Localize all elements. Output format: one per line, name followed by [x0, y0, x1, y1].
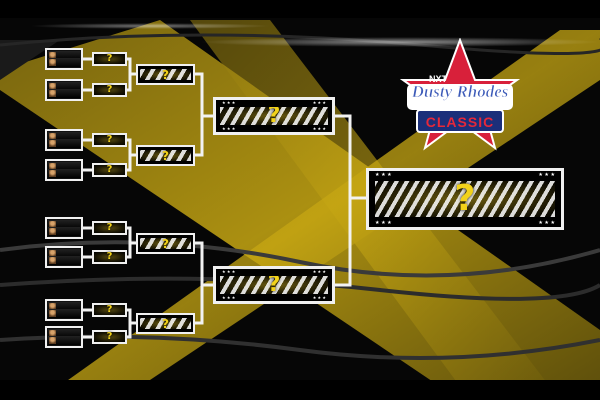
star-row: ★ ★ ★ ★ ★ ★: [222, 127, 326, 131]
logo-classic: CLASSIC: [425, 114, 495, 130]
round2-slot-7[interactable]: ?: [92, 303, 127, 317]
round1-match-2[interactable]: [45, 79, 83, 101]
question-mark-icon: ?: [267, 107, 281, 125]
dusty-rhodes-classic-logo: NXT Dusty Rhodes TAG TEAM CLASSIC: [385, 38, 535, 158]
question-mark-icon: ?: [106, 222, 113, 233]
team-slot: [48, 302, 80, 311]
round2-slot-4[interactable]: ?: [92, 163, 127, 177]
team-slot: [48, 309, 80, 318]
team-slot: [48, 58, 80, 67]
star-row: ★ ★ ★ ★ ★ ★: [222, 296, 326, 300]
star-icon: ★ ★ ★: [375, 172, 392, 178]
question-mark-icon: ?: [106, 84, 113, 95]
round1-match-7[interactable]: [45, 299, 83, 321]
round2-slot-8[interactable]: ?: [92, 330, 127, 344]
team-slot: [48, 169, 80, 178]
star-icon: ★ ★ ★: [538, 220, 555, 226]
question-mark-icon: ?: [454, 181, 476, 217]
slot-stripes: ?: [220, 276, 328, 294]
quarterfinal-slot-2[interactable]: ?: [136, 145, 195, 166]
question-mark-icon: ?: [267, 276, 281, 294]
star-row: ★ ★ ★ ★ ★ ★: [222, 101, 326, 105]
question-mark-icon: ?: [162, 69, 169, 80]
slot-stripes: ?: [220, 107, 328, 125]
team-slot: [48, 82, 80, 91]
round2-slot-3[interactable]: ?: [92, 133, 127, 147]
slot-band: ?: [140, 318, 191, 329]
question-mark-icon: ?: [162, 150, 169, 161]
team-slot: [48, 162, 80, 171]
quarterfinal-slot-1[interactable]: ?: [136, 64, 195, 85]
question-mark-icon: ?: [162, 318, 169, 329]
star-icon: ★ ★ ★: [312, 100, 326, 105]
round1-match-1[interactable]: [45, 48, 83, 70]
slot-band: ?: [140, 150, 191, 161]
round2-slot-5[interactable]: ?: [92, 221, 127, 235]
team-slot: [48, 329, 80, 338]
round1-match-4[interactable]: [45, 159, 83, 181]
star-row: ★ ★ ★ ★ ★ ★: [222, 270, 326, 274]
round2-slot-2[interactable]: ?: [92, 83, 127, 97]
question-mark-icon: ?: [106, 304, 113, 315]
question-mark-icon: ?: [106, 251, 113, 262]
question-mark-icon: ?: [162, 238, 169, 249]
star-icon: ★ ★ ★: [538, 172, 555, 178]
final-slot[interactable]: ★ ★ ★ ★ ★ ★ ? ★ ★ ★ ★ ★ ★: [366, 168, 564, 230]
team-slot: [48, 220, 80, 229]
slot-stripes: ?: [140, 238, 191, 249]
question-mark-icon: ?: [106, 164, 113, 175]
slot-band: ?: [375, 181, 555, 217]
quarterfinal-slot-3[interactable]: ?: [136, 233, 195, 254]
round2-slot-1[interactable]: ?: [92, 52, 127, 66]
round1-match-3[interactable]: [45, 129, 83, 151]
team-slot: [48, 249, 80, 258]
logo-subtitle: TAG TEAM: [433, 104, 487, 111]
star-icon: ★ ★ ★: [312, 269, 326, 274]
slot-band: ?: [220, 107, 328, 125]
round1-match-6[interactable]: [45, 246, 83, 268]
star-row: ★ ★ ★ ★ ★ ★: [375, 220, 555, 226]
slot-band: ?: [140, 238, 191, 249]
slot-band: ?: [140, 69, 191, 80]
star-logo-icon: [399, 38, 521, 151]
question-mark-icon: ?: [106, 134, 113, 145]
question-mark-icon: ?: [106, 53, 113, 64]
team-slot: [48, 256, 80, 265]
slot-stripes: ?: [140, 318, 191, 329]
team-slot: [48, 51, 80, 60]
star-icon: ★ ★ ★: [222, 126, 236, 131]
star-row: ★ ★ ★ ★ ★ ★: [375, 172, 555, 178]
round2-slot-6[interactable]: ?: [92, 250, 127, 264]
round1-match-8[interactable]: [45, 326, 83, 348]
star-icon: ★ ★ ★: [312, 126, 326, 131]
team-slot: [48, 132, 80, 141]
star-icon: ★ ★ ★: [222, 295, 236, 300]
team-slot: [48, 89, 80, 98]
logo-title: Dusty Rhodes: [411, 82, 509, 102]
slot-band: ?: [220, 276, 328, 294]
star-icon: ★ ★ ★: [312, 295, 326, 300]
star-icon: ★ ★ ★: [222, 269, 236, 274]
team-slot: [48, 336, 80, 345]
semifinal-slot-2[interactable]: ★ ★ ★ ★ ★ ★ ? ★ ★ ★ ★ ★ ★: [213, 266, 335, 304]
slot-stripes: ?: [140, 69, 191, 80]
team-slot: [48, 227, 80, 236]
round1-match-5[interactable]: [45, 217, 83, 239]
slot-stripes: ?: [375, 181, 555, 217]
team-slot: [48, 139, 80, 148]
quarterfinal-slot-4[interactable]: ?: [136, 313, 195, 334]
semifinal-slot-1[interactable]: ★ ★ ★ ★ ★ ★ ? ★ ★ ★ ★ ★ ★: [213, 97, 335, 135]
slot-stripes: ?: [140, 150, 191, 161]
question-mark-icon: ?: [106, 331, 113, 342]
star-icon: ★ ★ ★: [375, 220, 392, 226]
nxt-brand: NXT: [429, 74, 447, 84]
star-icon: ★ ★ ★: [222, 100, 236, 105]
